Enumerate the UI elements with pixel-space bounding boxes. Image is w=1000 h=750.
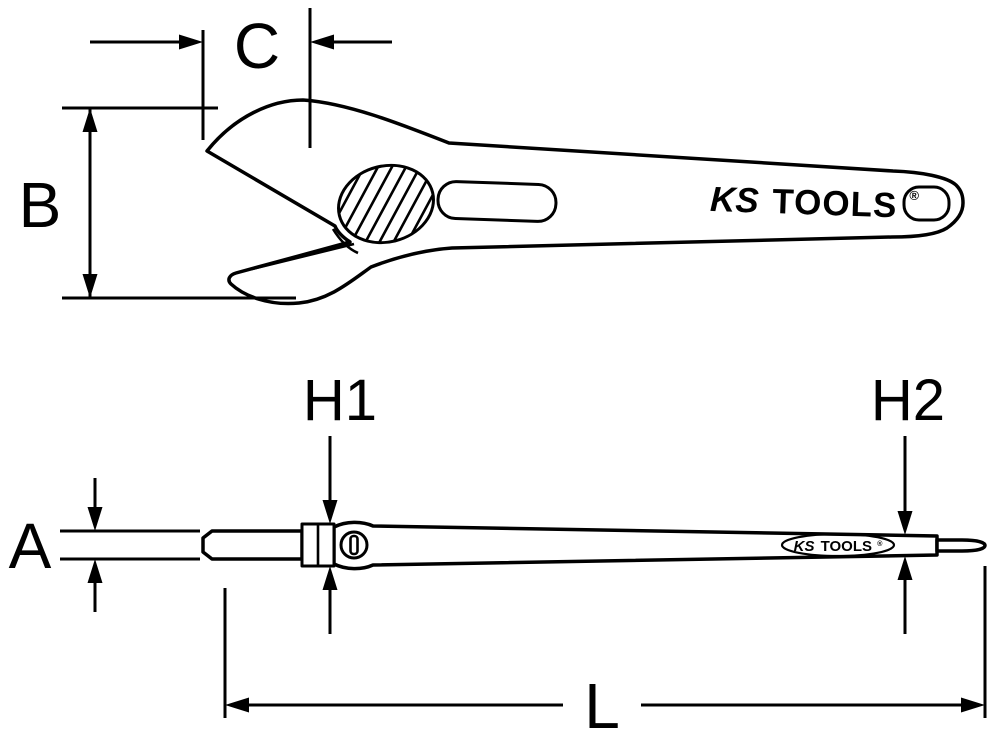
wrench-body-outline (205, 98, 965, 306)
worm-screw-knurl-hatch (330, 155, 442, 253)
wrench-side-view: KS TOOLS ® (201, 520, 987, 571)
arrowhead-up-icon (322, 566, 338, 590)
hanging-hole (902, 185, 951, 222)
arrowhead-right-icon (179, 34, 203, 50)
dimension-a-lines (60, 478, 200, 612)
arrowhead-left-icon (310, 34, 334, 50)
brand-tools-small: TOOLS (821, 538, 872, 555)
arrowhead-down-icon (82, 274, 98, 298)
brand-ks: KS (709, 180, 759, 221)
dimension-c-lines (90, 8, 392, 148)
dimension-h2: H2 (871, 368, 945, 634)
dimension-label-a: A (9, 510, 52, 582)
brand-registered-mark: ® (909, 188, 920, 203)
arrowhead-right-icon (961, 697, 985, 713)
dimension-label-h1: H1 (303, 368, 377, 433)
dimension-label-b: B (19, 169, 62, 241)
dimension-l: L (223, 566, 987, 742)
dimension-c: C (90, 8, 392, 148)
handle-slot (436, 180, 558, 223)
arrowhead-down-icon (897, 511, 913, 535)
dimension-l-lines (223, 566, 987, 718)
side-handle-profile (332, 520, 939, 571)
dimension-a: A (9, 478, 200, 612)
wrench-top-view: KS TOOLS ® (205, 98, 965, 306)
arrowhead-left-icon (225, 697, 249, 713)
arrowhead-up-icon (87, 559, 103, 583)
side-logo-oval (780, 532, 896, 558)
brand-logo-side: KS TOOLS ® (794, 538, 884, 555)
arrowhead-up-icon (897, 556, 913, 580)
dimension-b: B (19, 106, 296, 300)
dimension-b-lines (62, 106, 296, 300)
worm-screw (330, 155, 442, 253)
brand-tools: TOOLS (772, 182, 898, 225)
side-screw-head (339, 530, 369, 560)
throat-screw-arc (331, 228, 359, 255)
side-screw-slot (349, 534, 359, 556)
arrowhead-down-icon (87, 507, 103, 531)
arrowhead-down-icon (322, 500, 338, 524)
dimension-h1: H1 (303, 368, 377, 634)
dimension-label-l: L (584, 670, 620, 742)
jaw-slide-line (251, 242, 355, 271)
brand-registered-small: ® (877, 540, 883, 548)
side-end-cap (935, 538, 987, 553)
dimension-label-h2: H2 (871, 368, 945, 433)
dimension-label-c: C (234, 10, 280, 82)
brand-ks-small: KS (794, 538, 815, 555)
brand-logo-top: KS TOOLS ® (709, 180, 919, 226)
side-jaw-profile (201, 529, 304, 561)
arrowhead-up-icon (82, 108, 98, 132)
